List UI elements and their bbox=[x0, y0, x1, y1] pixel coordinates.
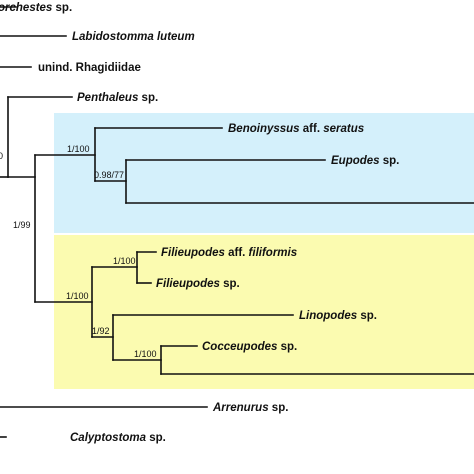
support-lower-node: 1/92 bbox=[92, 326, 110, 336]
taxon-eupodes: Eupodes sp. bbox=[331, 155, 399, 167]
taxon-cocceupodes: Cocceupodes sp. bbox=[202, 341, 297, 353]
support-filieupodes-node: 1/100 bbox=[113, 256, 136, 266]
taxon-labidostomma-luteum: Labidostomma luteum bbox=[72, 31, 195, 43]
taxon-calyptostoma: Calyptostoma sp. bbox=[70, 432, 166, 444]
support-blue-inner: 0.98/77 bbox=[94, 170, 124, 180]
support-cocceupodes-node: 1/100 bbox=[134, 349, 157, 359]
taxon-filieupodes-aff-filiformis: Filieupodes aff. filiformis bbox=[161, 247, 297, 259]
taxon-benoinyssus-aff-seratus: Benoinyssus aff. seratus bbox=[228, 123, 364, 135]
taxon-filieupodes-sp: Filieupodes sp. bbox=[156, 278, 240, 290]
taxon-unind-rhagidiidae: unind. Rhagidiidae bbox=[38, 62, 141, 74]
support-1-99: 1/99 bbox=[13, 220, 31, 230]
support-yellow-root: 1/100 bbox=[66, 291, 89, 301]
support-blue-root: 1/100 bbox=[67, 144, 90, 154]
taxon-arrenurus: Arrenurus sp. bbox=[212, 402, 288, 414]
support-edge-partial: 0 bbox=[0, 151, 3, 161]
tree-branches bbox=[0, 6, 474, 438]
taxon-penthaleus: Penthaleus sp. bbox=[77, 92, 158, 104]
taxon-orchestes: orchestes sp. bbox=[0, 2, 72, 14]
taxon-linopodes: Linopodes sp. bbox=[299, 310, 377, 322]
clade-highlight-blue bbox=[54, 113, 474, 233]
taxon-labels: orchestes sp. Labidostomma luteum unind.… bbox=[0, 2, 399, 444]
support-values: 0 1/99 1/100 0.98/77 1/100 1/100 1/92 1/… bbox=[0, 144, 157, 359]
clade-highlight-yellow bbox=[54, 235, 474, 389]
